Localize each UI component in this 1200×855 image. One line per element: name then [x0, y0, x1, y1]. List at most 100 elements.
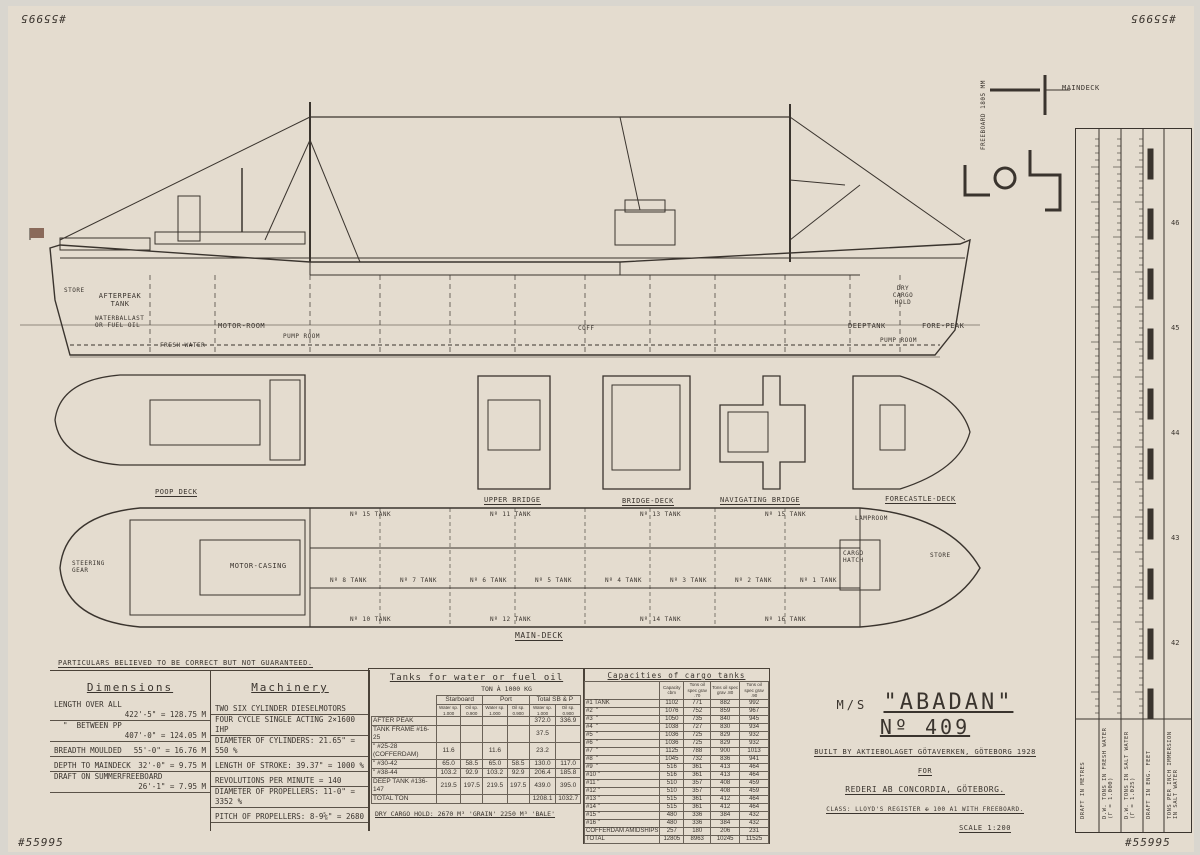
capacities-row-label: #3 ": [583, 714, 661, 724]
capacities-cell: 413: [710, 770, 741, 780]
tanks-cell: [482, 716, 508, 726]
capacities-cell: 8963: [683, 834, 712, 844]
capacities-cell: 336: [683, 818, 712, 828]
capacities-cell: 1013: [739, 746, 769, 756]
tanks-subhead: Water sp. 1.000: [482, 704, 508, 717]
label-store: Store: [64, 287, 85, 294]
label-cargo-hatch: Cargo hatch: [843, 550, 864, 564]
capacities-row-label: #14 ": [583, 802, 661, 812]
maindeck-section: [963, 75, 1070, 212]
capacities-cell: 1045: [659, 754, 685, 764]
feet-scale-mark: [1147, 328, 1154, 360]
dimension-value: 407'-0" = 124.05 m: [124, 731, 206, 740]
label-afterpeak: Afterpeak tank: [98, 292, 142, 308]
tank-label-center: Nº 7 Tank: [400, 577, 438, 584]
capacities-cell: 408: [710, 786, 741, 796]
capacities-cell: 12805: [659, 834, 685, 844]
label-coff: Coff: [578, 325, 595, 332]
machinery-panel: Machinery Two six cylinder dieselmotorsF…: [210, 670, 370, 831]
capacities-cell: 516: [659, 762, 685, 772]
tanks-cell: 197.5: [460, 777, 484, 795]
capacities-cell: 510: [659, 786, 685, 796]
machinery-text: Pitch of propellers: 8-9⅝" = 2680: [215, 812, 365, 821]
tanks-cell: [460, 794, 484, 804]
capacities-cell: 412: [710, 802, 741, 812]
tanks-cell: [506, 794, 530, 804]
capacities-cell: 480: [659, 818, 685, 828]
capacities-cell: 384: [710, 818, 741, 828]
tanks-cell: [555, 742, 581, 760]
ship-title: M/S "ABADAN": [795, 690, 1055, 715]
view-title-poop-deck: Poop deck: [155, 488, 198, 497]
capacities-row-label: #8 ": [583, 754, 661, 764]
tank-label-lower: Nº 14 Tank: [640, 616, 682, 623]
tanks-cell: 11.6: [482, 742, 508, 760]
capacities-row: #1 Tank1102771882992: [583, 698, 769, 708]
capacities-cell: 180: [683, 826, 712, 836]
capacities-cell: 336: [683, 810, 712, 820]
classification: Class: Lloyd's Register ✠ 100 A1 with fr…: [826, 806, 1024, 814]
tanks-cell: 439.0: [528, 777, 557, 795]
capacities-cell: 752: [683, 706, 712, 716]
tanks-heading: Tanks for water or fuel oil: [389, 673, 564, 683]
tank-label-upper: Nº 15 Tank: [765, 511, 807, 518]
feet-scale-mark: [1147, 148, 1154, 180]
capacities-cell: 510: [659, 778, 685, 788]
tanks-cell: [482, 725, 508, 743]
capacities-cell: 932: [739, 738, 769, 748]
capacities-cell: 1102: [659, 698, 685, 708]
machinery-text: Diameter of cylinders: 21.65" = 550 %: [215, 736, 355, 755]
label-store-fwd: Store: [930, 552, 951, 559]
capacities-cell: 967: [739, 706, 769, 716]
tanks-cell: [460, 725, 484, 743]
bridge-deck-plan: [602, 375, 691, 490]
tanks-cell: 58.5: [506, 759, 530, 769]
capacities-row-label: #9 ": [583, 762, 661, 772]
dimension-label: Length over all: [54, 700, 122, 709]
tanks-subhead: Water sp. 1.000: [435, 704, 462, 717]
tanks-cell: 206.4: [528, 768, 557, 778]
tanks-cell: 197.5: [506, 777, 530, 795]
tanks-cell: 372.0: [528, 716, 557, 726]
tanks-cell: [506, 716, 530, 726]
tank-label-center: Nº 2 Tank: [735, 577, 773, 584]
capacities-row-label: #13 ": [583, 794, 661, 804]
machinery-row: Length of stroke: 39.37" = 1000 %: [211, 757, 369, 772]
dimensions-heading: Dimensions: [86, 681, 174, 694]
machinery-text: Revolutions per minute = 140: [215, 776, 342, 785]
tanks-row-label: " #30-42: [371, 759, 437, 769]
tanks-row: Deep tank #136-147219.5197.5219.5197.543…: [371, 777, 581, 795]
tpi-value: 43: [1171, 534, 1180, 542]
capacities-cell: 1036: [659, 738, 685, 748]
label-motor-room: Motor-room: [218, 322, 266, 330]
capacities-row-label: #16 ": [583, 818, 661, 828]
capacities-cell: 361: [683, 770, 712, 780]
capacities-cell: 413: [710, 762, 741, 772]
machinery-row: Pitch of propellers: 8-9⅝" = 2680: [211, 808, 369, 823]
tanks-unit: Ton à 1000 kg: [481, 685, 532, 693]
tanks-cell: [506, 742, 530, 760]
capacities-cell: 231: [739, 826, 769, 836]
for-text: for: [917, 767, 933, 776]
capacities-cell: 432: [739, 810, 769, 820]
feet-scale-mark: [1147, 688, 1154, 720]
ship-name: "ABADAN": [883, 690, 1014, 715]
capacities-heading: Capacities of cargo tanks: [607, 671, 746, 680]
disclaimer: Particulars believed to be correct but n…: [58, 659, 313, 668]
tanks-cell: 219.5: [435, 777, 462, 795]
title-block: M/S "ABADAN" Nº 409 Built by Aktiebolage…: [795, 690, 1055, 834]
capacities-cell: 725: [683, 738, 712, 748]
tanks-cell: 92.9: [506, 768, 530, 778]
built-by: Built by Aktiebolaget Götaverken, Götebo…: [814, 748, 1036, 757]
tanks-panel: Tanks for water or fuel oil Ton à 1000 k…: [368, 668, 585, 831]
dimension-value: 55'-0" = 16.76 m: [133, 746, 206, 755]
machinery-text: Four cycle single acting 2×1600 IHP: [215, 715, 355, 734]
scale-col-draft-feet: Draft in Eng. feet: [1146, 750, 1152, 819]
